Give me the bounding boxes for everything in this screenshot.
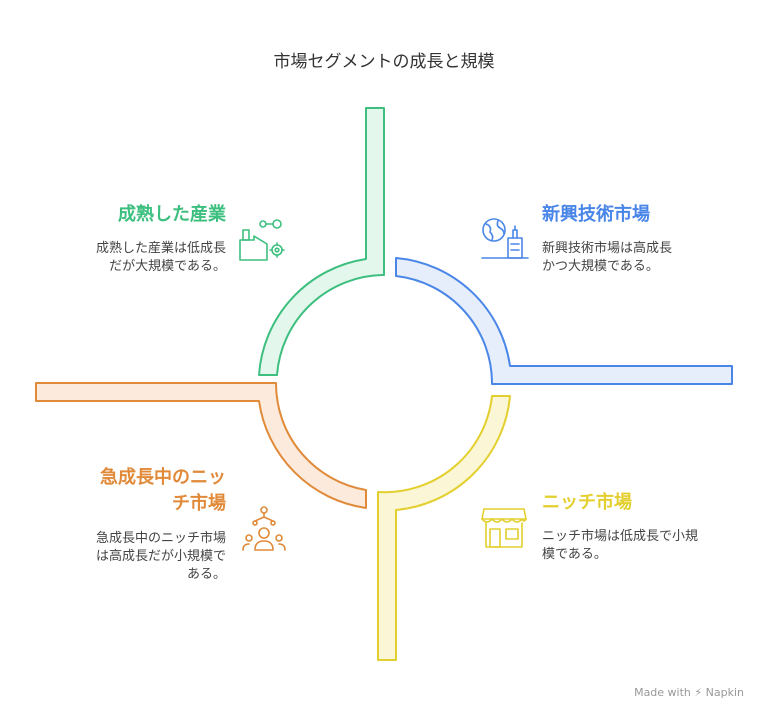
blue-arc-shape	[395, 257, 733, 385]
factory-icon	[239, 219, 285, 261]
niche-title: ニッチ市場	[542, 492, 632, 513]
fast-niche-desc: 急成長中のニッチ市場 は高成長だが小規模で ある。	[40, 530, 226, 584]
emerging-title: 新興技術市場	[542, 204, 650, 225]
orange-arc-shape	[35, 382, 367, 509]
mature-desc: 成熟した産業は低成長 だが大規模である。	[30, 240, 226, 276]
green-arc-shape	[258, 107, 385, 376]
napkin-logo-icon: ⚡	[694, 686, 703, 699]
fast-niche-title-line: 急成長中のニッ	[100, 467, 226, 488]
fast-niche-title-line: チ市場	[172, 493, 226, 514]
people-network-icon	[242, 506, 286, 551]
made-with-napkin: Made with ⚡ Napkin	[634, 686, 744, 699]
globe-city-icon	[481, 218, 529, 259]
storefront-icon	[481, 508, 527, 548]
mature-title: 成熟した産業	[118, 204, 226, 225]
fast-niche-desc-line: 急成長中のニッチ市場	[95, 531, 226, 546]
napkin-brand: Napkin	[705, 686, 744, 699]
mature-desc-line: だが大規模である。	[109, 259, 226, 274]
niche-desc-line: 模である。	[542, 547, 607, 562]
emerging-desc-line: かつ大規模である。	[542, 259, 659, 274]
mature-desc-line: 成熟した産業は低成長	[95, 241, 226, 256]
fast-niche-desc-line: ある。	[186, 567, 226, 582]
niche-desc-line: ニッチ市場は低成長で小規	[542, 529, 699, 544]
made-with-label: Made with	[634, 686, 691, 699]
emerging-desc-line: 新興技術市場は高成長	[542, 241, 673, 256]
niche-desc: ニッチ市場は低成長で小規 模である。	[542, 528, 742, 564]
fast-niche-desc-line: は高成長だが小規模で	[95, 549, 226, 564]
page-title: 市場セグメントの成長と規模	[273, 52, 495, 72]
fast-niche-title: 急成長中のニッ チ市場	[40, 465, 226, 517]
emerging-desc: 新興技術市場は高成長 かつ大規模である。	[542, 240, 742, 276]
yellow-arc-shape	[377, 395, 511, 661]
